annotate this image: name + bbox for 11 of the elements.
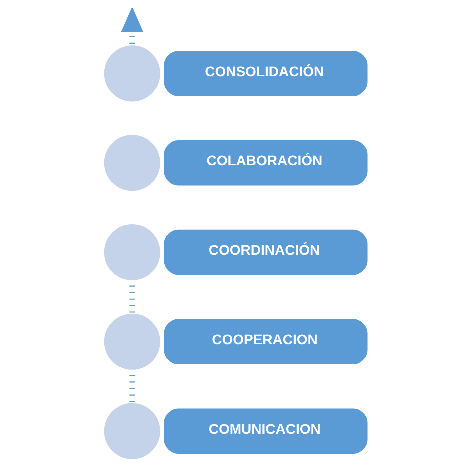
node-box: COORDINACIÓN xyxy=(164,230,368,276)
arrow xyxy=(121,8,144,44)
node-box: COLABORACIÓN xyxy=(164,140,368,186)
node-circle xyxy=(102,132,163,194)
node-circle xyxy=(102,44,163,104)
node-box: COMUNICACION xyxy=(164,408,368,454)
node-circle xyxy=(102,401,163,462)
node-circle xyxy=(102,312,163,372)
node-circle xyxy=(102,222,163,283)
node-box: CONSOLIDACIÓN xyxy=(164,51,368,96)
node-box: COOPERACION xyxy=(164,319,368,365)
